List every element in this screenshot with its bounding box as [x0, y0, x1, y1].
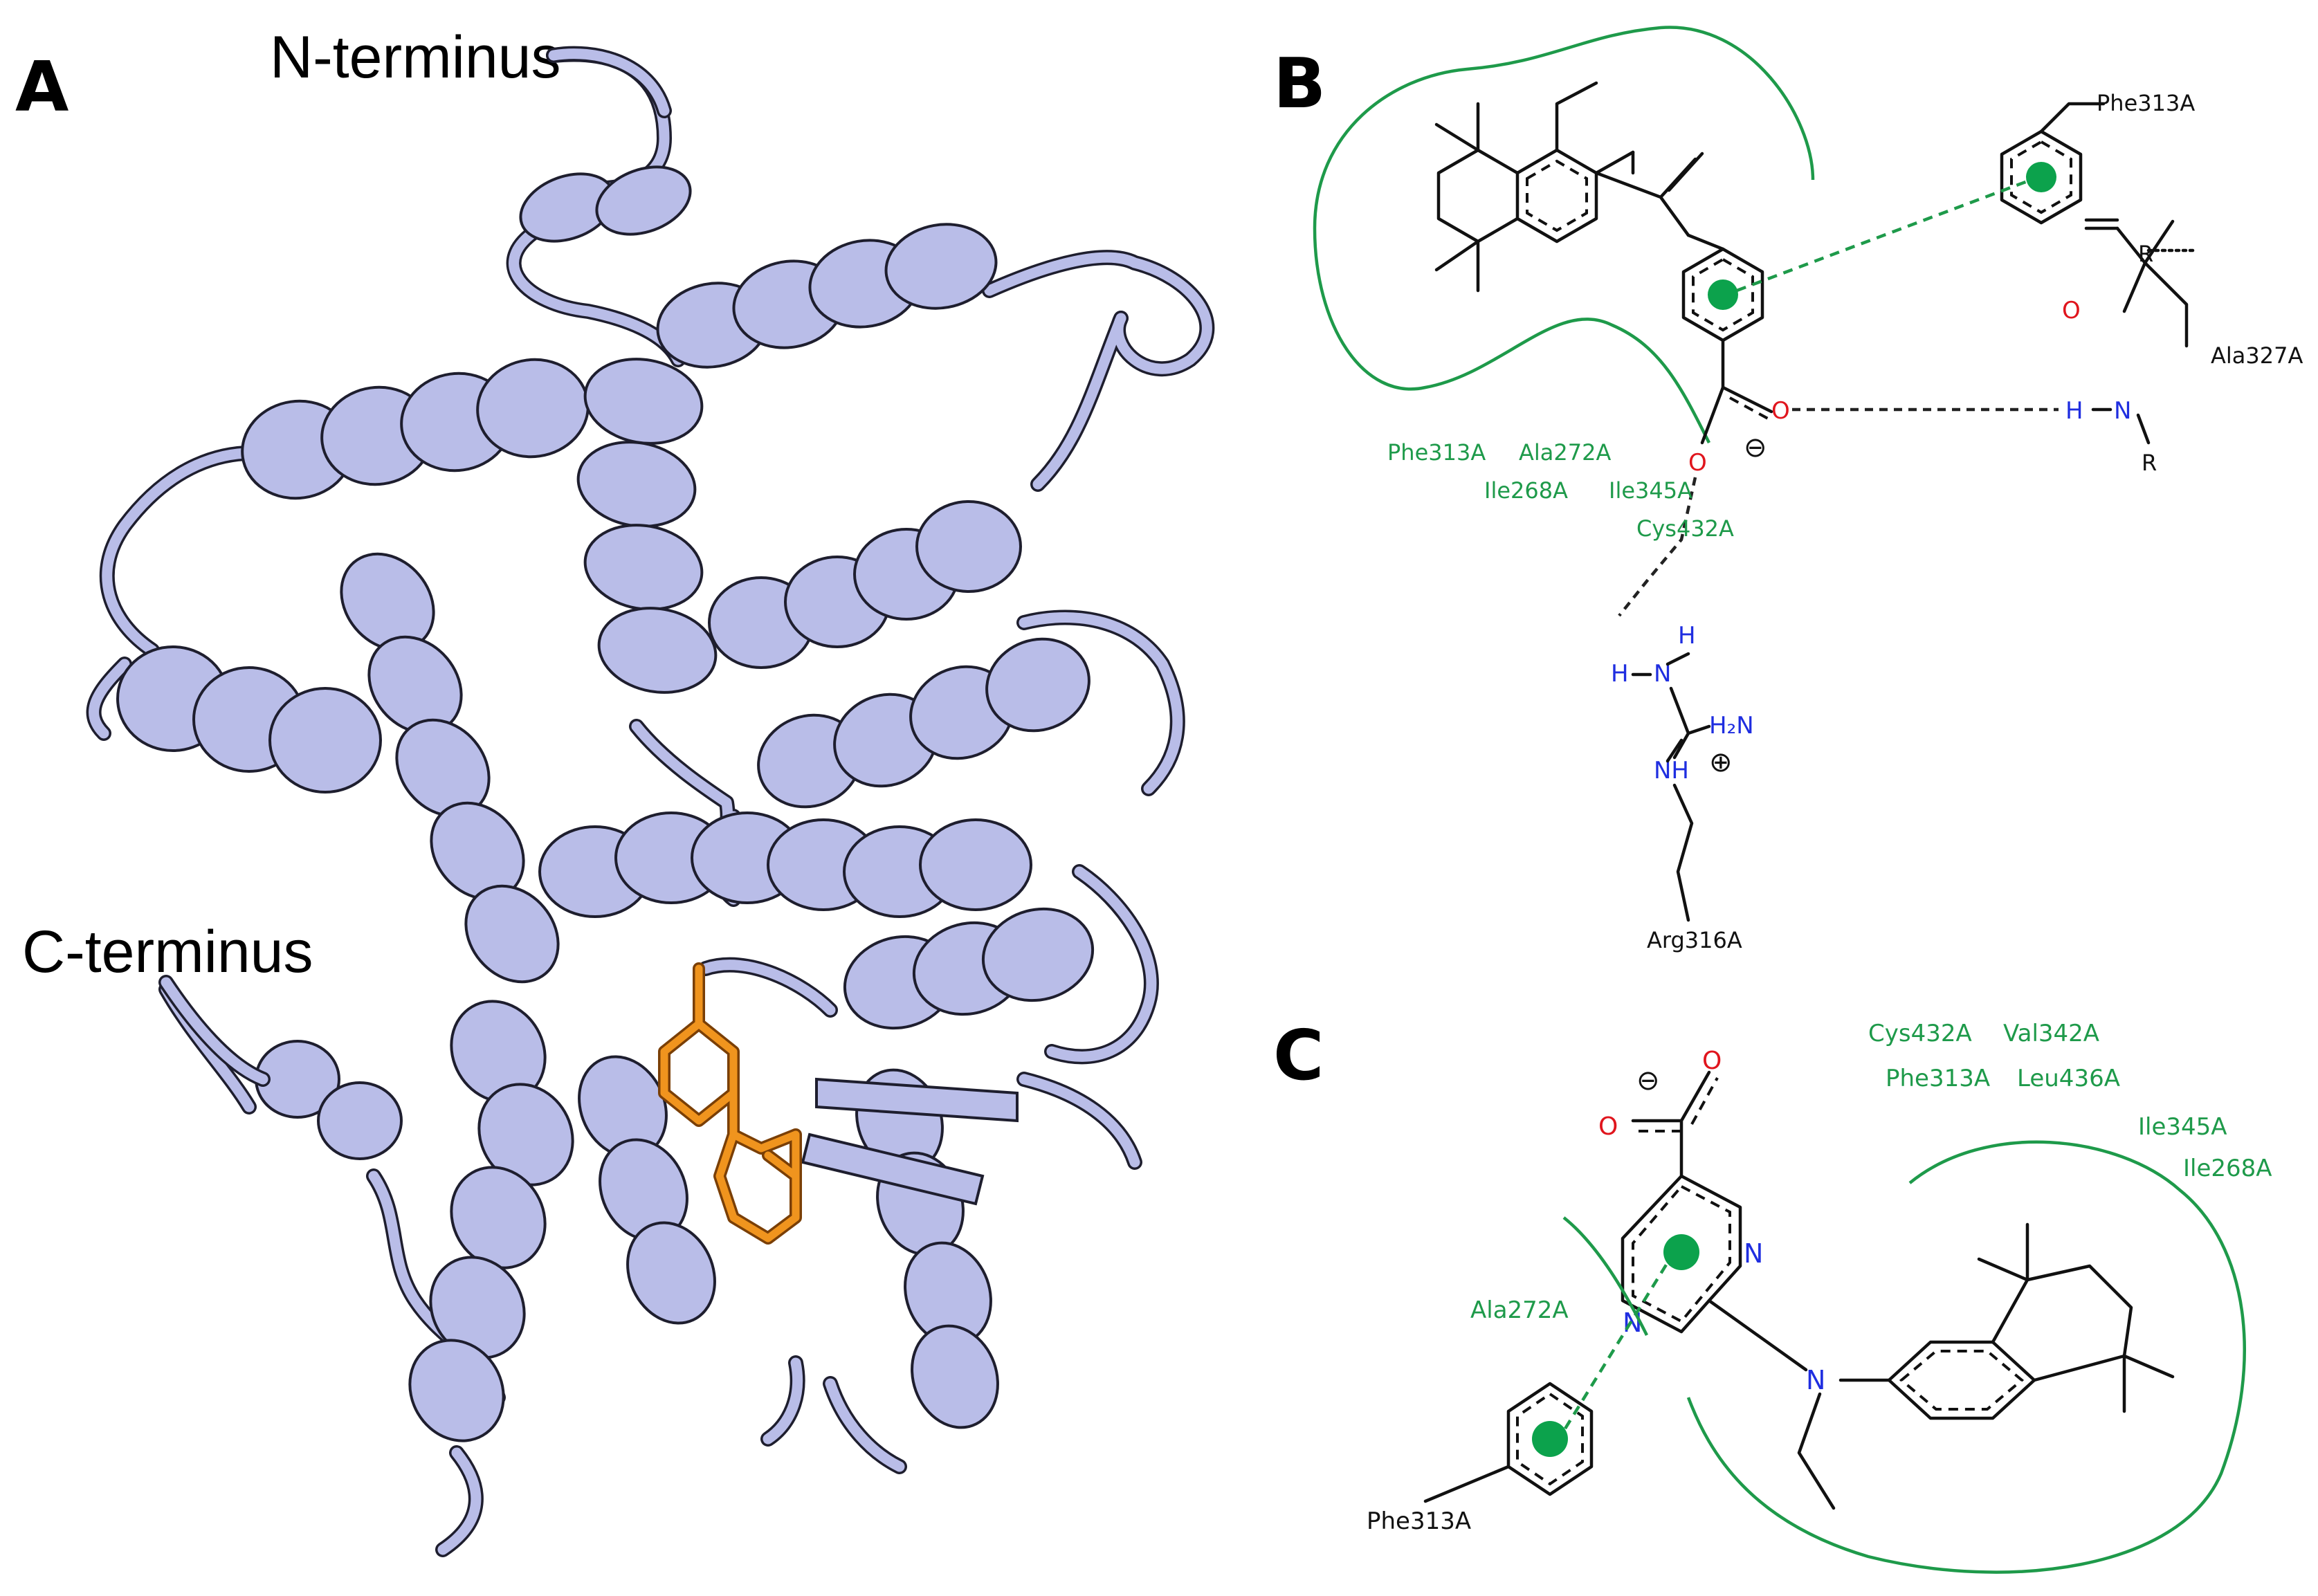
- hyd-c-cys432: Cys432A: [1868, 1020, 1972, 1047]
- hyd-b-ile345: Ile345A: [1609, 477, 1692, 504]
- tetralin-b: [1434, 81, 1635, 293]
- benzoate-ring-b: [1681, 233, 1773, 445]
- oxygen-atom-ala: O: [2062, 297, 2081, 324]
- helix-top-n: [519, 165, 692, 243]
- hbond-arg316: [1618, 477, 1697, 617]
- charge-minus-c: ⊖: [1636, 1065, 1660, 1097]
- h2n-atom-arg: H₂N: [1709, 712, 1754, 740]
- coil-loops-fill: [89, 49, 1212, 1555]
- panel-c-letter: C: [1273, 1015, 1324, 1096]
- panel-a-letter: A: [15, 46, 69, 127]
- helix-bottom-center: [578, 1055, 716, 1325]
- panel-c: C ⊖ O O N N N: [1273, 1015, 2272, 1574]
- oxygen-atom-c2: O: [1598, 1112, 1618, 1141]
- charge-plus-b: ⊕: [1709, 746, 1733, 778]
- oxygen-atom-c1: O: [1702, 1047, 1722, 1075]
- arg316-label: Arg316A: [1647, 927, 1742, 953]
- n-atom-c1: N: [1744, 1238, 1763, 1269]
- c-terminus-label: C-terminus: [22, 919, 313, 985]
- hyd-c-ile268: Ile268A: [2183, 1155, 2272, 1182]
- pyrimidine-c: [1621, 1174, 1742, 1334]
- coil-loops: [86, 46, 1215, 1557]
- hyd-b-ile268: Ile268A: [1484, 477, 1568, 504]
- ligand-sticks: [658, 962, 802, 1245]
- r-bottom-b: R: [2142, 450, 2157, 476]
- h-atom-ala: H: [2065, 397, 2083, 425]
- hydrophobic-contour-c-right: [1686, 1140, 2246, 1574]
- protein-ribbon: [86, 46, 1215, 1557]
- hyd-c-ala272: Ala272A: [1470, 1296, 1569, 1324]
- helix-c-terminal: [255, 1040, 403, 1160]
- n-atom-ala: N: [2114, 397, 2131, 425]
- ala327-label: Ala327A: [2211, 342, 2303, 369]
- hyd-c-ile345: Ile345A: [2138, 1113, 2227, 1141]
- helix-right-lower: [843, 907, 1095, 1030]
- oxygen-atom-b2: O: [1688, 449, 1707, 477]
- helix-middle: [538, 811, 1032, 918]
- phe-ring-c: [1423, 1382, 1594, 1503]
- ala327-backbone: [2084, 218, 2199, 348]
- helix-top: [656, 223, 998, 369]
- amine-bonds-c: [1707, 1299, 1891, 1510]
- ring-centroid-phe-b: [2026, 162, 2056, 192]
- hydrophobic-contour-c-left: [1562, 1216, 1649, 1337]
- panel-b-letter: B: [1273, 43, 1326, 124]
- helix-center-vertical: [576, 358, 718, 694]
- helix-right: [757, 637, 1090, 809]
- phe-ring-b: [2000, 102, 2106, 225]
- h-atom-arg: H: [1678, 622, 1696, 650]
- helix-left-diagonal: [340, 552, 560, 984]
- r-top-b: R: [2138, 241, 2153, 267]
- hyd-c-val342: Val342A: [2003, 1020, 2099, 1047]
- panel-a: A N-terminus C-terminus: [15, 24, 1215, 1557]
- helix-bottom-left: [408, 1000, 574, 1442]
- ring-centroid-c: [1663, 1234, 1699, 1270]
- helix-upper-left: [241, 358, 590, 500]
- tetralin-c: [1887, 1222, 2175, 1420]
- nh-atom-arg: NH: [1654, 757, 1689, 785]
- helix-left: [116, 645, 382, 794]
- hydrophobic-contour-b: [1313, 26, 1815, 444]
- pipi-interaction-b: [1736, 179, 2028, 293]
- beta-sheet: [801, 1077, 1019, 1206]
- oxygen-atom-b1: O: [1771, 397, 1790, 425]
- ring-centroid-phe-c: [1532, 1421, 1568, 1457]
- hyd-c-phe313: Phe313A: [1886, 1065, 1990, 1092]
- h-atom-arg2: H: [1611, 660, 1629, 688]
- hyd-b-cys432: Cys432A: [1636, 515, 1734, 542]
- panel-b: B O O ⊖: [1273, 26, 2303, 953]
- phe313-label-b: Phe313A: [2097, 90, 2195, 116]
- ring-centroid-b: [1708, 279, 1738, 310]
- hyd-b-phe313: Phe313A: [1387, 439, 1486, 466]
- charge-minus-b: ⊖: [1744, 432, 1767, 464]
- phe313-label-c: Phe313A: [1367, 1507, 1471, 1535]
- n-atom-c3: N: [1806, 1365, 1825, 1395]
- hyd-b-ala272: Ala272A: [1519, 439, 1611, 466]
- n-terminus-label: N-terminus: [270, 24, 561, 91]
- helix-center-right: [708, 500, 1022, 669]
- hyd-c-leu436: Leu436A: [2017, 1065, 2120, 1092]
